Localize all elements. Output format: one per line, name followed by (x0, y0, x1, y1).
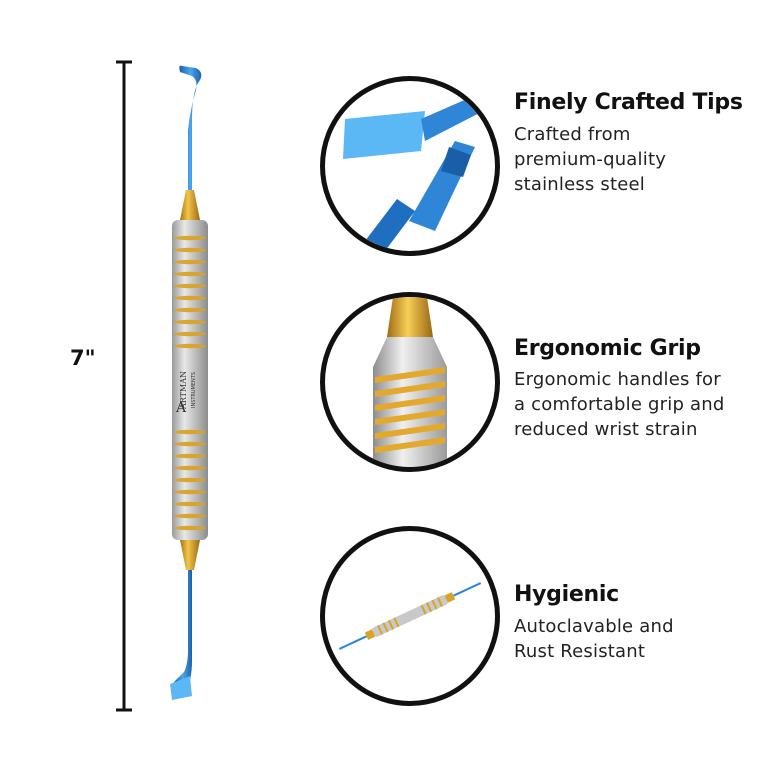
feature-desc-line: premium-quality (514, 149, 667, 170)
feature-desc-line: Autoclavable and (514, 616, 674, 637)
grip-closeup-circle (320, 292, 500, 472)
feature-desc-line: stainless steel (514, 174, 646, 195)
dental-instrument-image: ARTMAN INSTRUMENTS A (170, 65, 208, 700)
brand-name: ARTMAN (179, 371, 188, 410)
feature-desc-line: Ergonomic handles for (514, 369, 721, 390)
tips-closeup-circle (320, 76, 500, 256)
feature-title-tips: Finely Crafted Tips (514, 90, 743, 115)
grip-closeup-icon (373, 297, 447, 467)
feature-desc-line: Crafted from (514, 124, 631, 145)
instrument-thumbnail-icon (338, 582, 482, 650)
feature-title-hygienic: Hygienic (514, 582, 619, 607)
dimension-label: 7" (70, 346, 96, 370)
dimension-line (116, 60, 132, 712)
feature-desc-tips: Crafted from premium-quality stainless s… (514, 122, 666, 197)
feature-desc-line: reduced wrist strain (514, 419, 698, 440)
feature-desc-line: Rust Resistant (514, 641, 646, 662)
feature-desc-line: a comfortable grip and (514, 394, 725, 415)
feature-desc-grip: Ergonomic handles for a comfortable grip… (514, 367, 725, 442)
brand-monogram: A (175, 400, 187, 416)
feature-desc-hygienic: Autoclavable and Rust Resistant (514, 614, 674, 664)
tips-closeup-icon (343, 91, 495, 251)
feature-title-grip: Ergonomic Grip (514, 336, 701, 361)
brand-sub: INSTRUMENTS (191, 372, 197, 408)
instrument-thumbnail-circle (320, 526, 500, 706)
